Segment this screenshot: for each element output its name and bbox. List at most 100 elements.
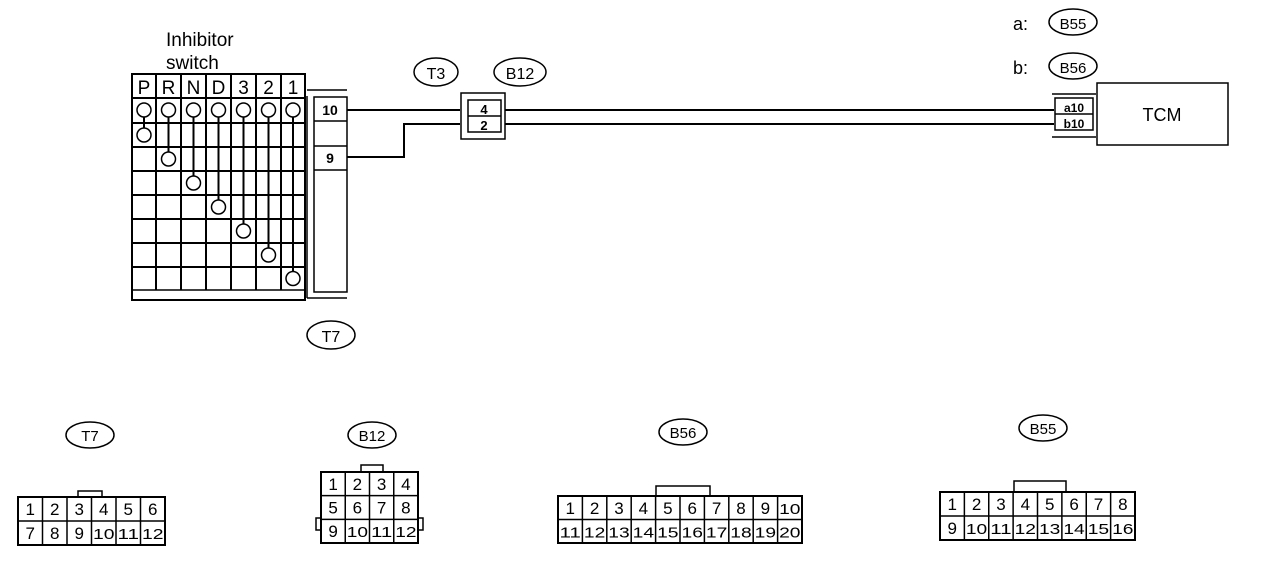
- pin-number: 7: [26, 524, 35, 543]
- switch-title-line2: switch: [166, 53, 219, 74]
- junction-pin-2: 2: [480, 118, 487, 133]
- connector-face-label: B55: [1030, 421, 1057, 438]
- tcm-label: TCM: [1143, 105, 1182, 125]
- connector-face-label: B56: [670, 425, 697, 442]
- b55-oval: B55: [1048, 8, 1098, 36]
- t7-label-oval: T7: [306, 320, 356, 350]
- switch-title-line1: Inhibitor: [166, 30, 234, 51]
- pin-number: 1: [565, 499, 574, 518]
- pin-number: 7: [712, 499, 721, 518]
- pin-number: 11: [990, 521, 1011, 538]
- b12-label: B12: [506, 66, 535, 83]
- tcm-a-prefix: a:: [1013, 14, 1028, 34]
- pin-number: 1: [328, 475, 337, 494]
- b55-label: B55: [1060, 16, 1087, 33]
- tcm-b-prefix: b:: [1013, 58, 1028, 78]
- tcm-box: TCM: [1096, 82, 1229, 146]
- junction-connector: 4 2: [460, 92, 506, 140]
- switch-position-N: N: [187, 78, 201, 99]
- pin-number: 14: [633, 524, 654, 541]
- contact-circle: [136, 127, 152, 143]
- contact-circle: [160, 102, 177, 118]
- contact-circle: [136, 102, 152, 118]
- switch-position-D: D: [212, 78, 226, 99]
- contact-circle: [185, 102, 202, 118]
- pin-number: 10: [93, 526, 115, 543]
- pin-number: 2: [972, 495, 981, 514]
- t3-oval: T3: [413, 57, 459, 87]
- tcm-connector: a10 b10: [1052, 93, 1096, 138]
- pin-number: 15: [657, 524, 678, 541]
- pin-number: 10: [966, 521, 987, 538]
- pin-number: 6: [353, 499, 362, 518]
- pin-number: 12: [584, 524, 605, 541]
- pin-number: 17: [706, 524, 727, 541]
- pin-number: 8: [401, 499, 410, 518]
- pin-number: 3: [377, 475, 386, 494]
- contact-circle: [210, 199, 227, 215]
- junction-pin-4: 4: [480, 102, 488, 117]
- pin-number: 10: [779, 501, 800, 518]
- tcm-pin-b10: b10: [1064, 117, 1085, 131]
- pin-number: 5: [1045, 495, 1054, 514]
- pin-number: 6: [687, 499, 696, 518]
- pin-number: 9: [75, 524, 84, 543]
- contact-circle: [160, 151, 177, 167]
- pin-number: 14: [1063, 521, 1084, 538]
- contact-circle: [260, 247, 277, 263]
- connector-face-label: T7: [81, 428, 99, 445]
- pin-number: 15: [1088, 521, 1109, 538]
- pin-number: 19: [755, 524, 776, 541]
- pin-number: 13: [1039, 521, 1060, 538]
- pin-number: 5: [124, 500, 133, 519]
- pin-number: 11: [118, 526, 140, 543]
- pin-number: 5: [328, 499, 337, 518]
- pin-number: 9: [328, 522, 337, 541]
- switch-position-R: R: [162, 78, 176, 99]
- tcm-pin-a10: a10: [1064, 101, 1084, 115]
- pin-number: 7: [1094, 495, 1103, 514]
- pin-number: 9: [761, 499, 770, 518]
- b56-oval: B56: [1048, 52, 1098, 80]
- pin-number: 7: [377, 499, 386, 518]
- pin-number: 13: [608, 524, 629, 541]
- pin-number: 5: [663, 499, 672, 518]
- switch-position-P: P: [138, 78, 151, 99]
- pin-number: 10: [347, 524, 368, 541]
- pin-number: 16: [1112, 521, 1133, 538]
- pin-number: 2: [50, 500, 59, 519]
- pin-number: 6: [1069, 495, 1078, 514]
- t7-pin-10: 10: [322, 102, 338, 118]
- contact-circle: [185, 175, 202, 191]
- pin-number: 20: [779, 524, 800, 541]
- pin-number: 9: [947, 519, 956, 538]
- pin-number: 16: [682, 524, 703, 541]
- t3-label: T3: [427, 66, 446, 83]
- pin-number: 12: [142, 526, 164, 543]
- contact-circle: [260, 102, 277, 118]
- t7-pin-9: 9: [326, 150, 334, 166]
- pin-number: 1: [947, 495, 956, 514]
- contact-circle: [285, 270, 301, 287]
- pin-number: 4: [99, 500, 108, 519]
- pin-number: 6: [148, 500, 157, 519]
- pin-number: 4: [639, 499, 648, 518]
- contact-circle: [285, 102, 301, 118]
- switch-position-3: 3: [238, 78, 249, 99]
- pin-number: 3: [75, 500, 84, 519]
- wires: [347, 109, 1054, 158]
- connector-face-label: B12: [359, 428, 386, 445]
- pin-number: 11: [371, 524, 392, 541]
- pin-number: 11: [560, 524, 581, 541]
- pin-number: 3: [614, 499, 623, 518]
- pin-number: 3: [996, 495, 1005, 514]
- pin-number: 18: [730, 524, 751, 541]
- t7-label: T7: [322, 329, 341, 346]
- pin-number: 4: [401, 475, 410, 494]
